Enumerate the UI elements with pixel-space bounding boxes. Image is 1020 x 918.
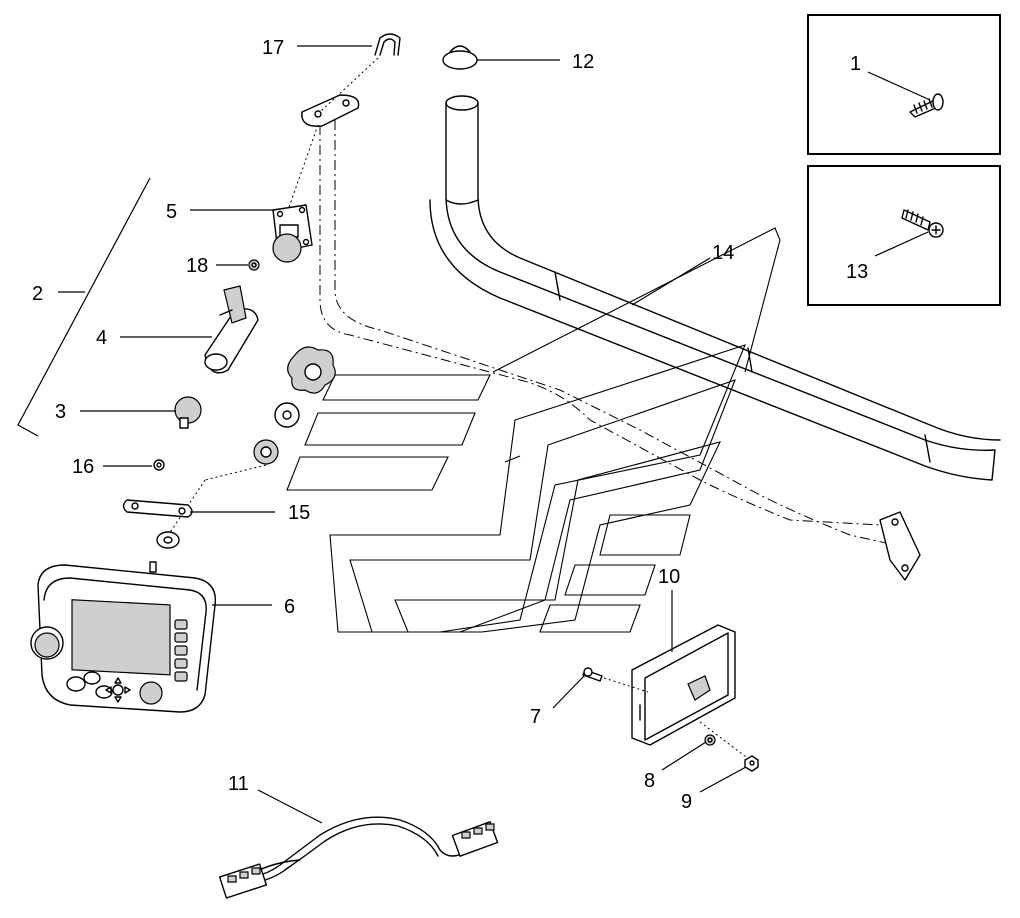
support-tube-icon (429, 95, 1001, 481)
leader-lines (58, 45, 931, 824)
cab-outline (286, 227, 781, 633)
ball-mount-plate-icon (272, 204, 313, 263)
callout-2: 2 (32, 283, 43, 305)
callout-5: 5 (166, 201, 177, 223)
washer-icon (156, 531, 180, 549)
callout-17: 17 (262, 37, 284, 59)
nut-icon (744, 755, 759, 772)
group-bracket (17, 177, 151, 437)
clamp-plate-icon (301, 94, 360, 127)
cap-icon (442, 45, 478, 70)
screw-icon (909, 93, 944, 118)
washer-icon (704, 734, 716, 746)
callout-18: 18 (186, 255, 208, 277)
callout-14: 14 (712, 242, 734, 264)
nut-icon (248, 259, 260, 271)
end-plate-icon (879, 511, 921, 581)
bolt-icon (582, 667, 603, 682)
callout-13: 13 (846, 261, 868, 283)
callout-15: 15 (288, 502, 310, 524)
mounting-bracket-icon (122, 499, 193, 518)
callout-1: 1 (850, 53, 861, 75)
knob-icon (253, 346, 336, 465)
screw-icon (901, 209, 944, 238)
u-bolt-icon (374, 33, 401, 56)
inset-box-13 (807, 165, 1001, 306)
washer-icon (153, 459, 165, 471)
callout-labels: 1 2 3 4 5 6 7 8 9 10 11 12 13 14 15 16 1… (32, 37, 868, 813)
callout-10: 10 (658, 566, 680, 588)
callout-12: 12 (572, 51, 594, 73)
routing-line-b (334, 120, 896, 546)
callout-9: 9 (681, 791, 692, 813)
control-module-icon (631, 624, 736, 746)
callout-11: 11 (228, 773, 249, 795)
display-monitor-icon (30, 561, 217, 713)
callout-8: 8 (644, 770, 655, 792)
callout-6: 6 (284, 596, 295, 618)
callout-3: 3 (55, 401, 66, 423)
wire-harness-icon (218, 816, 499, 899)
inset-box-1 (807, 14, 1001, 155)
routing-line-a (319, 125, 881, 526)
callout-4: 4 (96, 327, 107, 349)
mount-arm-icon (204, 285, 259, 374)
ball-stud-icon (174, 396, 202, 429)
callout-7: 7 (530, 706, 541, 728)
callout-16: 16 (72, 456, 94, 478)
